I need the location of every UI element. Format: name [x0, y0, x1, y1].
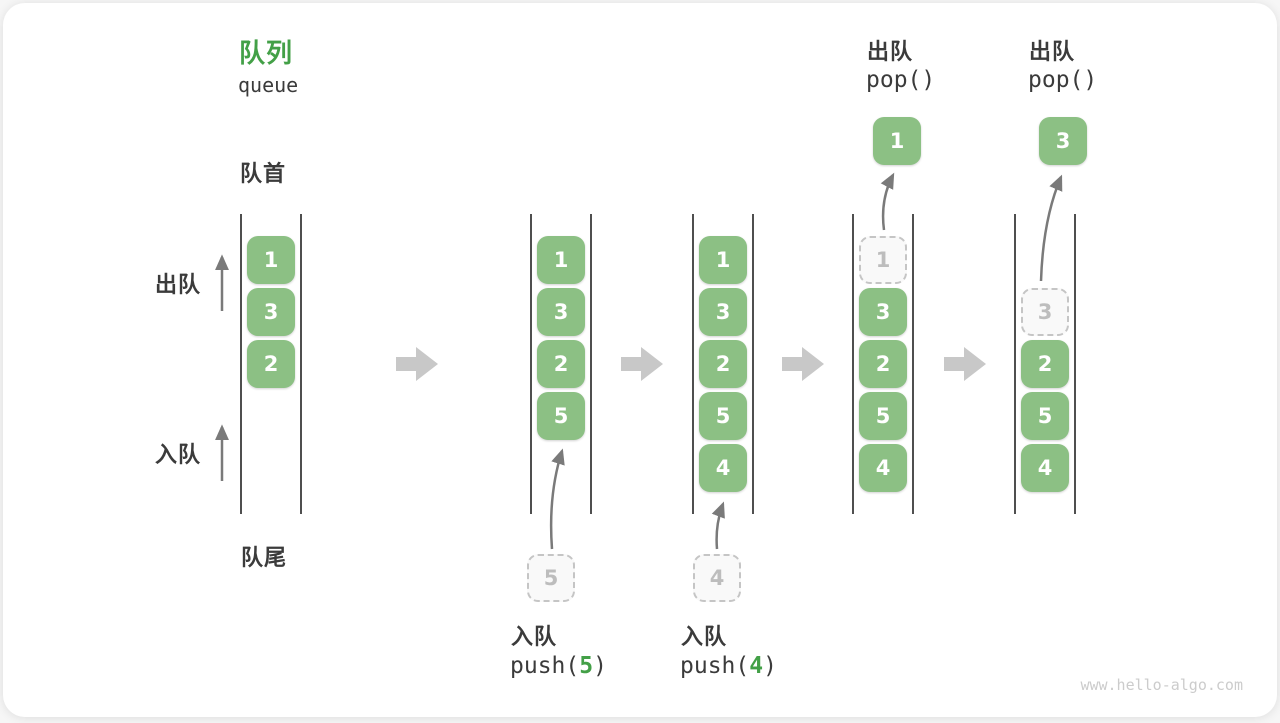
queue-state-2: 1 3 2 5 — [530, 214, 592, 514]
code-arg: 4 — [749, 653, 764, 679]
staged-item-box: 5 — [527, 554, 575, 602]
figure-card: 队列 queue 队首 队尾 出队 入队 1 3 2 1 3 2 5 5 入队 … — [3, 3, 1277, 717]
queue-item-box: 3 — [537, 288, 585, 336]
queue-rail-left — [1014, 214, 1016, 514]
queue-item-box: 1 — [699, 236, 747, 284]
queue-state-1: 1 3 2 — [240, 214, 302, 514]
queue-state-4: 1 3 2 5 4 — [852, 214, 914, 514]
queue-item-box: 1 — [537, 236, 585, 284]
watermark: www.hello-algo.com — [1080, 676, 1243, 694]
figure-title-en: queue — [238, 73, 299, 97]
code-post: ) — [593, 653, 607, 679]
queue-item-box-removed: 1 — [859, 236, 907, 284]
push-op-label: 入队 — [511, 624, 558, 649]
queue-item-box: 3 — [699, 288, 747, 336]
queue-rail-left — [240, 214, 242, 514]
transition-block-arrow — [944, 347, 986, 381]
queue-item-box: 3 — [859, 288, 907, 336]
code-pre: push( — [510, 653, 580, 679]
queue-rail-left — [692, 214, 694, 514]
pop-op-code: pop() — [866, 67, 936, 93]
queue-state-5: 3 2 5 4 — [1014, 214, 1076, 514]
queue-front-label: 队首 — [240, 161, 287, 186]
staged-item-box: 4 — [693, 554, 741, 602]
queue-item-box-removed: 3 — [1021, 288, 1069, 336]
queue-item-box: 4 — [1021, 444, 1069, 492]
transition-block-arrow — [621, 347, 663, 381]
queue-rail-left — [530, 214, 532, 514]
popped-item-box: 1 — [873, 117, 921, 165]
queue-item-box: 5 — [859, 392, 907, 440]
push-op-label: 入队 — [681, 624, 728, 649]
queue-item-box: 2 — [859, 340, 907, 388]
enqueue-side-label: 入队 — [155, 442, 202, 467]
queue-rail-right — [752, 214, 754, 514]
queue-item-box: 2 — [1021, 340, 1069, 388]
pop-op-code: pop() — [1028, 67, 1098, 93]
queue-item-box: 5 — [537, 392, 585, 440]
queue-rail-right — [912, 214, 914, 514]
arrows-overlay — [215, 172, 1063, 550]
queue-item-box: 4 — [699, 444, 747, 492]
queue-item-box: 2 — [537, 340, 585, 388]
queue-rear-label: 队尾 — [241, 545, 288, 570]
queue-item-box: 4 — [859, 444, 907, 492]
transition-block-arrow — [396, 347, 438, 381]
queue-rail-right — [300, 214, 302, 514]
queue-rail-right — [1074, 214, 1076, 514]
queue-item-box: 5 — [1021, 392, 1069, 440]
figure-title-zh: 队列 — [239, 38, 294, 68]
pop-op-label: 出队 — [867, 39, 914, 64]
queue-state-3: 1 3 2 5 4 — [692, 214, 754, 514]
pop-op-label: 出队 — [1029, 39, 1076, 64]
dequeue-side-label: 出队 — [155, 272, 202, 297]
queue-rail-right — [590, 214, 592, 514]
queue-item-box: 2 — [247, 340, 295, 388]
queue-item-box: 3 — [247, 288, 295, 336]
code-post: ) — [763, 653, 777, 679]
queue-item-box: 1 — [247, 236, 295, 284]
popped-item-box: 3 — [1039, 117, 1087, 165]
push-op-code: push(5) — [510, 653, 607, 679]
code-arg: 5 — [579, 653, 594, 679]
queue-rail-left — [852, 214, 854, 514]
code-pre: push( — [680, 653, 750, 679]
push-op-code: push(4) — [680, 653, 777, 679]
queue-item-box: 5 — [699, 392, 747, 440]
queue-item-box: 2 — [699, 340, 747, 388]
transition-block-arrow — [782, 347, 824, 381]
